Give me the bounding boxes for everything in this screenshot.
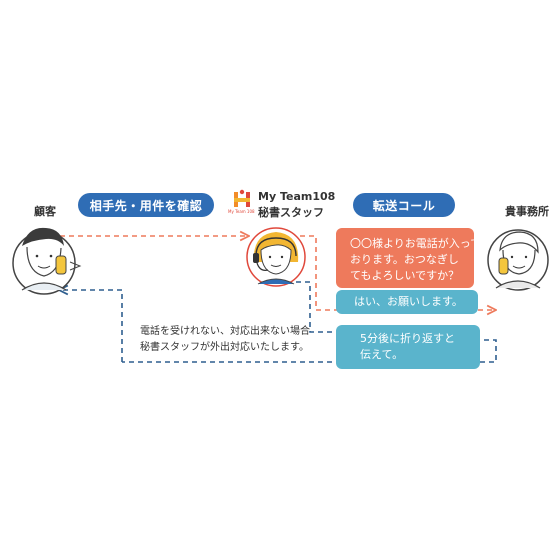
brand-name: My Team108 — [258, 190, 336, 203]
brand-sub: 秘書スタッフ — [258, 206, 324, 219]
customer-avatar — [12, 227, 82, 295]
reply-bubble: はい、お願いします。 — [336, 290, 478, 314]
callback-bubble: 5分後に折り返すと 伝えて。 — [336, 325, 480, 369]
customer-label: 顧客 — [34, 205, 56, 218]
call-notice-line: 〇〇様よりお電話が入って — [350, 237, 482, 250]
reply-text: はい、お願いします。 — [354, 295, 463, 308]
confirm-pill: 相手先・用件を確認 — [78, 193, 214, 217]
call-notice-line: てもよろしいですか？ — [350, 269, 460, 282]
route-to-customer — [60, 290, 123, 362]
callback-line: 5分後に折り返すと — [360, 332, 455, 345]
transfer-pill: 転送コール — [353, 193, 455, 217]
office-avatar — [487, 229, 549, 291]
away-note: 電話を受けれない、対応出来ない場合 秘書スタッフが外出対応いたします。 — [140, 324, 310, 356]
logo-small-text: My Team 108 — [228, 209, 255, 214]
call-notice-bubble: 〇〇様よりお電話が入って おります。おつなぎし てもよろしいですか？ — [336, 228, 482, 288]
call-notice-line: おります。おつなぎし — [350, 253, 459, 266]
away-note-line: 電話を受けれない、対応出来ない場合 — [140, 326, 310, 337]
office-label: 貴事務所 — [505, 205, 549, 218]
away-note-line: 秘書スタッフが外出対応いたします。 — [140, 342, 309, 353]
route-office-to-secretary — [122, 339, 497, 363]
brand-logo — [234, 189, 250, 207]
callback-line: 伝えて。 — [360, 348, 404, 361]
route-secretary-return — [296, 281, 340, 333]
secretary-avatar — [246, 227, 306, 287]
